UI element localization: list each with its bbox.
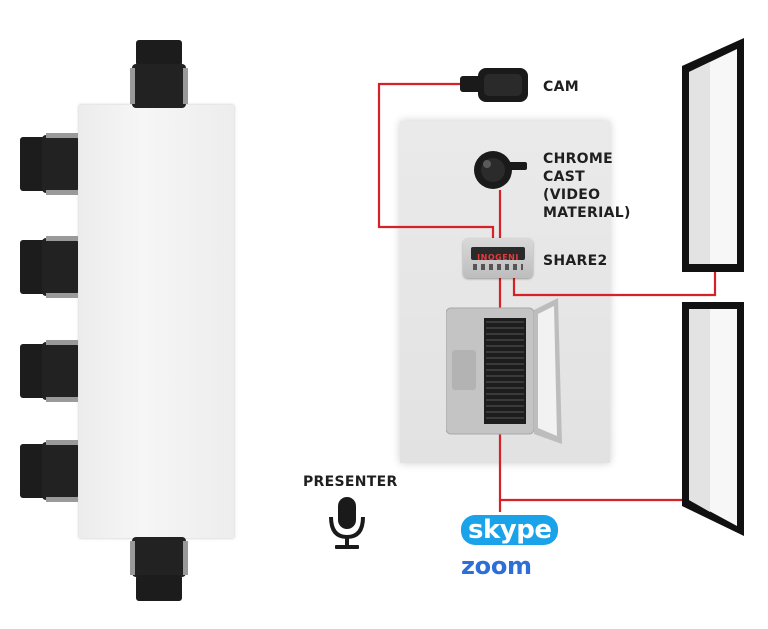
chair-top-icon xyxy=(130,40,188,108)
display-screen-upper-icon xyxy=(682,38,744,272)
device-brand-label: INOGENI xyxy=(477,253,519,262)
display-screen-lower-icon xyxy=(682,302,744,536)
chair-bottom-icon xyxy=(130,537,188,601)
cam-label: CAM xyxy=(543,79,579,95)
chromecast-label: CHROME CAST (VIDEO MATERIAL) xyxy=(543,151,631,221)
inogeni-share2-device: INOGENI xyxy=(463,238,533,278)
chromecast-icon xyxy=(474,151,527,189)
device-port-row xyxy=(473,264,523,270)
presenter-label: PRESENTER xyxy=(303,474,398,490)
conference-table xyxy=(79,105,234,538)
zoom-logo: zoom xyxy=(461,552,532,580)
laptop-icon xyxy=(446,298,562,444)
chair-left-4-icon xyxy=(20,440,78,502)
camera-icon xyxy=(460,68,528,102)
share2-label: SHARE2 xyxy=(543,253,608,269)
skype-logo: skype xyxy=(461,515,559,545)
chair-left-2-icon xyxy=(20,236,78,298)
chair-left-1-icon xyxy=(20,133,78,195)
chair-left-3-icon xyxy=(20,340,78,402)
microphone-icon xyxy=(329,497,365,549)
device-brand-plate: INOGENI xyxy=(471,247,525,262)
